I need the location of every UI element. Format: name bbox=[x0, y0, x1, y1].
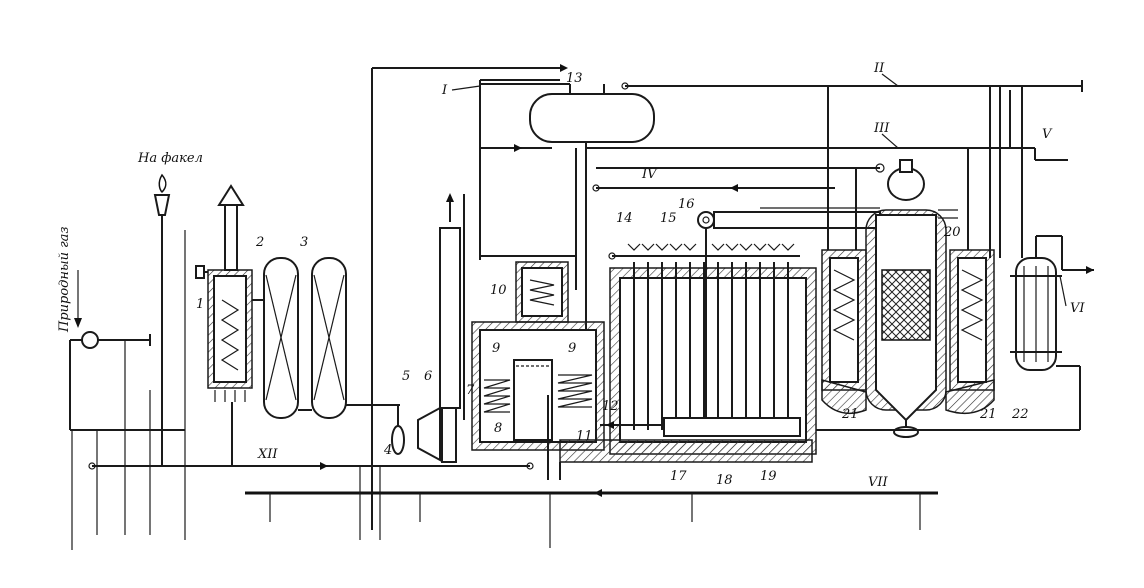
unit-label-19: 19 bbox=[760, 469, 777, 484]
unit-label-18: 18 bbox=[716, 473, 733, 488]
flame-icon bbox=[158, 173, 167, 194]
unit-label-17: 17 bbox=[670, 469, 687, 484]
unit-label-5: 5 bbox=[402, 369, 410, 384]
stream-label-III: III bbox=[873, 121, 890, 136]
unit-2-adsorber bbox=[263, 257, 299, 419]
unit-label-20: 20 bbox=[943, 225, 961, 240]
stream-label-I: I bbox=[441, 83, 448, 98]
exhaust-stack bbox=[439, 193, 461, 409]
unit-label-1: 1 bbox=[196, 297, 204, 312]
unit-label-13: 13 bbox=[566, 71, 583, 86]
unit-10-exchanger bbox=[480, 148, 577, 323]
unit-label-9-left: 9 bbox=[492, 341, 500, 356]
unit-label-21-left: 21 bbox=[841, 407, 859, 422]
unit-6-mixer bbox=[441, 405, 457, 463]
unit-label-8: 8 bbox=[494, 421, 502, 436]
unit-label-6: 6 bbox=[424, 369, 432, 384]
stream-line-I bbox=[371, 64, 568, 530]
stream-line-III bbox=[480, 90, 1068, 161]
natural-gas-label: Природный газ bbox=[57, 227, 72, 334]
unit-label-9-right: 9 bbox=[568, 341, 576, 356]
flue-duct bbox=[547, 395, 813, 480]
stream-label-V: V bbox=[1042, 127, 1053, 142]
unit-20-secondary-reformer bbox=[865, 159, 958, 438]
unit-label-4: 4 bbox=[383, 443, 392, 458]
stream-label-XII: XII bbox=[257, 447, 278, 462]
flare-label: На факел bbox=[137, 151, 203, 166]
unit-label-2: 2 bbox=[255, 235, 264, 250]
unit-label-14: 14 bbox=[616, 211, 633, 226]
unit-label-22: 22 bbox=[1011, 407, 1029, 422]
drain-lines bbox=[71, 230, 921, 550]
unit-22-exchanger bbox=[816, 235, 1094, 431]
unit-3-adsorber bbox=[311, 257, 347, 419]
unit-label-12: 12 bbox=[602, 399, 619, 414]
unit-5-compressor bbox=[417, 406, 441, 462]
unit-16-collector bbox=[697, 207, 881, 229]
reformer-tubes bbox=[633, 262, 789, 430]
stream-line-II bbox=[621, 80, 1083, 92]
gas-valve-icon bbox=[81, 331, 99, 349]
unit-7-9-convection bbox=[471, 321, 605, 451]
stream-line-XII bbox=[88, 462, 534, 470]
stream-label-VII: VII bbox=[868, 475, 889, 490]
stream-label-IV: IV bbox=[641, 167, 658, 182]
stream-label-VI: VI bbox=[1070, 301, 1085, 316]
unit-label-15: 15 bbox=[660, 211, 677, 226]
stream-label-II: II bbox=[873, 61, 885, 76]
unit-13-drum bbox=[480, 83, 655, 148]
unit-label-11: 11 bbox=[576, 429, 593, 444]
unit-21-boiler-right bbox=[949, 249, 995, 391]
unit-17-reformer bbox=[600, 228, 817, 455]
stream-line-VII bbox=[245, 489, 938, 497]
right-risers bbox=[827, 86, 1023, 258]
unit-1-heater bbox=[195, 184, 253, 466]
flare-stack bbox=[153, 173, 171, 466]
unit-label-3: 3 bbox=[300, 235, 308, 250]
natural-gas-inlet bbox=[69, 270, 185, 431]
unit-label-16: 16 bbox=[678, 197, 695, 212]
unit-label-10: 10 bbox=[490, 283, 507, 298]
unit-label-7: 7 bbox=[466, 383, 475, 398]
unit-4-ejector bbox=[391, 405, 405, 455]
unit-label-21-right: 21 bbox=[979, 407, 997, 422]
unit-21-boiler-left bbox=[821, 249, 867, 391]
burner-row bbox=[627, 243, 795, 251]
